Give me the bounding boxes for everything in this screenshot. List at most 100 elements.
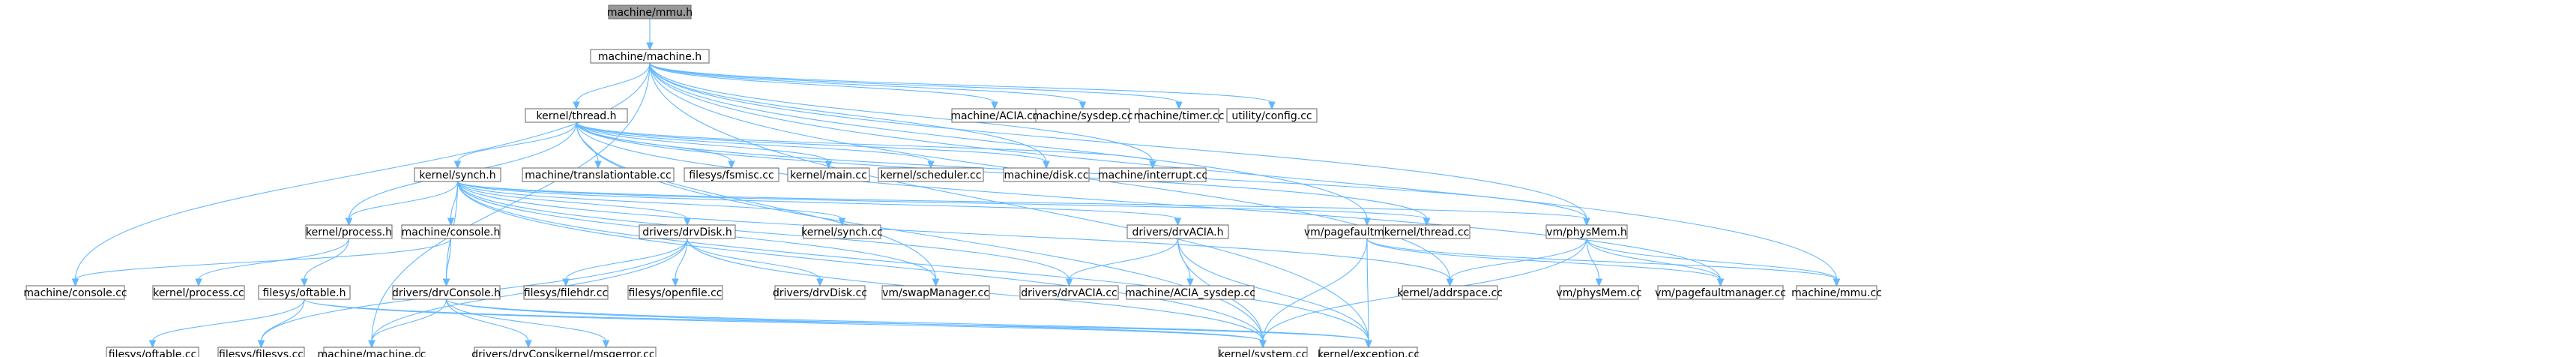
edge-line <box>456 181 1179 220</box>
edge-n1-n14 <box>649 62 1371 226</box>
node-label: kernel/exception.cc <box>1318 349 1420 357</box>
graph-node[interactable]: vm/physMem.cc <box>1556 285 1642 300</box>
graph-node[interactable]: machine/ACIA_sysdep.cc <box>1125 285 1255 300</box>
edge-n15-n24 <box>301 238 350 287</box>
edge-n0-n1 <box>646 19 654 51</box>
edge-line <box>304 298 1369 342</box>
node-box <box>1319 346 1418 357</box>
graph-node[interactable]: filesys/filesys.cc <box>217 346 305 357</box>
node-label: machine/console.cc <box>23 287 127 299</box>
edge-line <box>576 62 651 104</box>
edge-n2-n11 <box>576 122 935 170</box>
graph-node[interactable]: vm/physMem.h <box>1545 224 1628 239</box>
graph-node[interactable]: kernel/thread.h <box>525 108 628 123</box>
node-box <box>1657 285 1784 300</box>
graph-node[interactable]: vm/swapManager.cc <box>881 285 990 300</box>
graph-node[interactable]: machine/console.h <box>401 224 501 239</box>
edge-n14-n35 <box>1366 238 1841 287</box>
node-box <box>803 224 881 239</box>
node-label: machine/translationtable.cc <box>525 170 671 182</box>
edge-arrowhead <box>1259 340 1267 349</box>
node-box <box>1545 224 1628 239</box>
node-box <box>1226 108 1318 123</box>
node-layer: machine/mmu.hmachine/machine.hkernel/thr… <box>23 4 1882 357</box>
graph-node[interactable]: drivers/drvDisk.h <box>639 224 736 239</box>
graph-node[interactable]: drivers/drvACIA.cc <box>1019 285 1119 300</box>
node-box <box>1003 167 1090 182</box>
graph-node[interactable]: utility/config.cc <box>1226 108 1318 123</box>
graph-node[interactable]: kernel/synch.cc <box>801 224 883 239</box>
graph-node[interactable]: machine/sysdep.cc <box>1033 108 1133 123</box>
node-box <box>1126 224 1229 239</box>
edge-n16-n22 <box>71 238 452 287</box>
edge-arrowhead <box>525 340 532 349</box>
edge-line <box>445 238 452 280</box>
graph-node[interactable]: kernel/process.h <box>305 224 393 239</box>
edge-line <box>649 62 1153 163</box>
node-box <box>523 285 609 300</box>
graph-node[interactable]: filesys/fsmisc.cc <box>684 167 779 182</box>
graph-node[interactable]: filesys/filehdr.cc <box>523 285 609 300</box>
graph-node[interactable]: machine/translationtable.cc <box>522 167 675 182</box>
graph-node[interactable]: kernel/thread.cc <box>1383 224 1471 239</box>
graph-node[interactable]: filesys/oftable.cc <box>106 346 199 357</box>
edge-line <box>649 62 1084 104</box>
edge-line <box>649 62 1369 342</box>
node-box <box>608 4 692 20</box>
graph-node[interactable]: kernel/synch.h <box>414 167 501 182</box>
graph-node[interactable]: machine/mmu.cc <box>1791 285 1882 300</box>
edge-arrowhead <box>1174 218 1182 226</box>
graph-node[interactable]: drivers/drvACIA.h <box>1126 224 1229 239</box>
node-box <box>627 285 723 300</box>
graph-node[interactable]: machine/disk.cc <box>1003 167 1090 182</box>
graph-node[interactable]: kernel/main.cc <box>787 167 870 182</box>
node-label: vm/physMem.h <box>1546 226 1627 238</box>
edge-n1-n6 <box>649 62 1276 110</box>
edge-n7-n15 <box>345 181 459 226</box>
node-label: kernel/process.cc <box>153 287 244 299</box>
node-label: machine/ACIA.cc <box>950 110 1038 122</box>
edge-line <box>1366 238 1369 342</box>
graph-node[interactable]: machine/interrupt.cc <box>1098 167 1207 182</box>
edge-n24-n36 <box>148 298 305 349</box>
graph-node[interactable]: machine/console.cc <box>23 285 127 300</box>
edge-n2-n13 <box>576 122 1156 170</box>
graph-node[interactable]: kernel/exception.cc <box>1318 346 1420 357</box>
graph-node[interactable]: filesys/oftable.h <box>258 285 351 300</box>
edge-n7-n19 <box>456 181 1182 226</box>
node-label: machine/machine.h <box>598 51 702 63</box>
edge-n25-n42 <box>445 298 1372 349</box>
edge-arrowhead <box>1583 218 1590 226</box>
edge-arrowhead <box>345 218 353 226</box>
graph-node[interactable]: machine/timer.cc <box>1134 108 1225 123</box>
edge-line <box>74 238 452 280</box>
edge-line <box>649 62 995 104</box>
graph-node[interactable]: machine/machine.cc <box>318 346 426 357</box>
edge-arrowhead <box>301 278 308 287</box>
graph-node[interactable]: drivers/drvConsole.h <box>392 285 501 300</box>
edge-arrowhead <box>447 218 455 226</box>
graph-node[interactable]: kernel/system.cc <box>1218 346 1308 357</box>
graph-node[interactable]: machine/ACIA.cc <box>950 108 1039 123</box>
graph-node[interactable]: machine/machine.h <box>590 49 710 64</box>
node-label: kernel/synch.cc <box>801 226 883 238</box>
node-box <box>1138 108 1219 123</box>
node-label: vm/swapManager.cc <box>882 287 989 299</box>
graph-node[interactable]: kernel/scheduler.cc <box>878 167 984 182</box>
edge-arrowhead <box>646 42 654 51</box>
node-label: machine/ACIA_sysdep.cc <box>1125 287 1255 299</box>
edge-line <box>456 181 1264 342</box>
node-box <box>1559 285 1639 300</box>
edge-line <box>260 298 305 342</box>
edge-arrowhead <box>1446 278 1454 287</box>
edge-n21-n35 <box>1586 238 1841 287</box>
graph-node[interactable]: kernel/msgerror.cc <box>555 346 657 357</box>
graph-node[interactable]: kernel/process.cc <box>152 285 245 300</box>
graph-node[interactable]: filesys/openfile.cc <box>627 285 723 300</box>
graph-node[interactable]: vm/pagefaultmanager.cc <box>1655 285 1786 300</box>
edge-arrowhead <box>1149 160 1156 170</box>
graph-node[interactable]: drivers/drvDisk.cc <box>773 285 867 300</box>
graph-node[interactable]: kernel/addrspace.cc <box>1397 285 1503 300</box>
edge-arrowhead <box>602 340 610 349</box>
